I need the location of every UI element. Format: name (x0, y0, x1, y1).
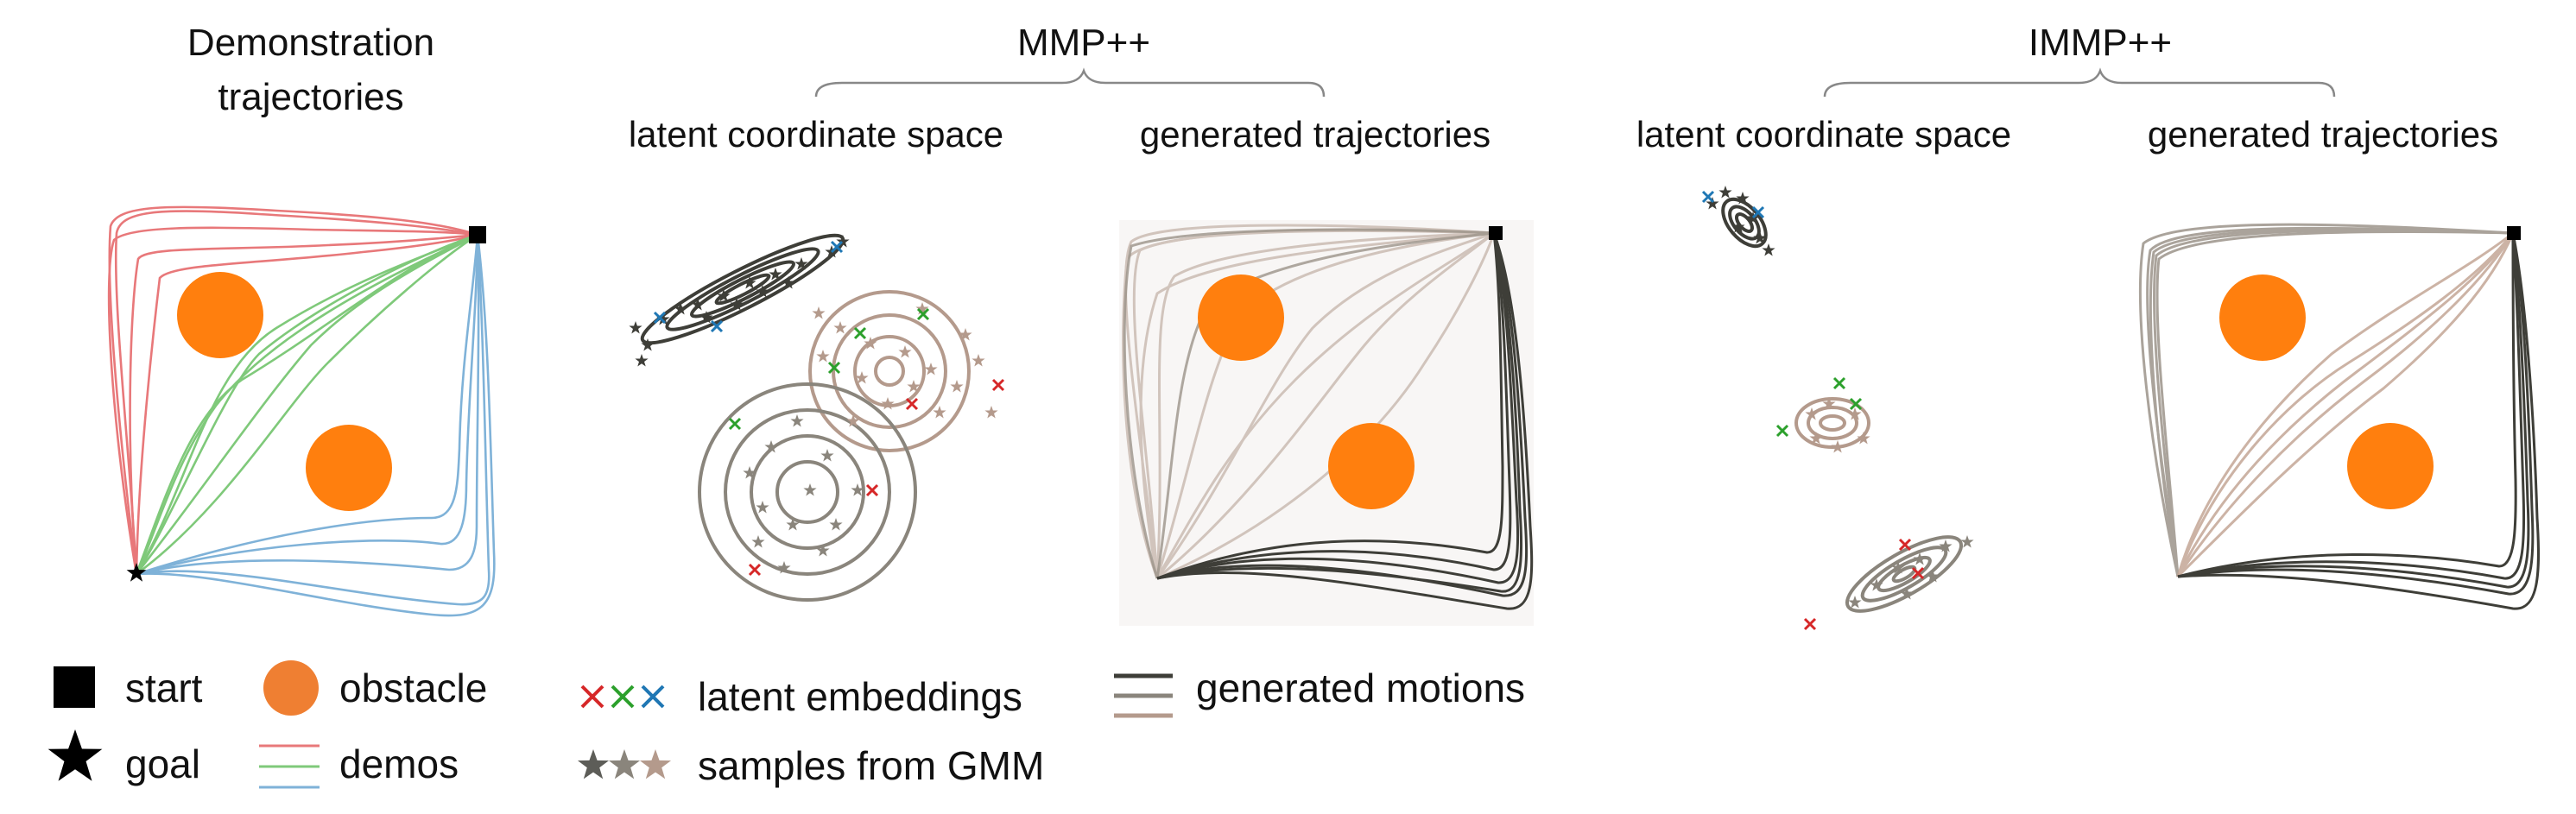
immp-generated-subtitle: generated trajectories (2147, 114, 2499, 155)
start-marker (469, 226, 486, 243)
legend-goal-label: goal (125, 741, 200, 786)
legend-demos-label: demos (339, 741, 459, 786)
legend-goal-icon (47, 729, 103, 781)
immp-latent-subtitle: latent coordinate space (1636, 114, 2012, 155)
mmp-latent-embeddings (653, 240, 1005, 577)
mmp-generated-subtitle: generated trajectories (1139, 114, 1491, 155)
immp-title: IMMP++ (2028, 22, 2173, 64)
mmp-generated-panel (1119, 220, 1534, 626)
legend (47, 660, 1173, 789)
demo-panel (107, 205, 496, 617)
immp-latent-panel (1701, 186, 1974, 631)
immp-obstacle-lower (2347, 423, 2434, 509)
legend-samples-label: samples from GMM (698, 743, 1045, 788)
legend-samples-icon (577, 749, 672, 779)
mmp-brace (814, 67, 1326, 98)
immp-start-marker (2507, 226, 2521, 240)
mmp-obstacle-lower (1328, 423, 1415, 509)
legend-obstacle-label: obstacle (339, 666, 488, 710)
legend-latent-embeddings-icon (580, 685, 665, 709)
demo-title-line1: Demonstration (187, 22, 435, 64)
legend-demos-icon (259, 744, 320, 789)
immp-brace (1823, 67, 2336, 98)
immp-latent-embeddings (1701, 190, 1925, 631)
demo-red-trajectories (107, 205, 478, 575)
legend-start-icon (54, 666, 95, 708)
mmp-title: MMP++ (1016, 22, 1151, 64)
legend-generated-motions-label: generated motions (1196, 666, 1526, 710)
demo-green-trajectories (135, 233, 478, 576)
demo-blue-trajectories (136, 234, 496, 617)
legend-obstacle-icon (263, 660, 319, 716)
obstacle-upper (177, 272, 263, 358)
legend-latent-embeddings-label: latent embeddings (698, 674, 1022, 719)
legend-generated-motions-icon (1114, 673, 1173, 718)
immp-obstacle-upper (2219, 274, 2306, 361)
mmp-obstacle-upper (1198, 274, 1284, 361)
legend-start-label: start (125, 666, 203, 710)
mmp-start-marker (1489, 226, 1503, 240)
mmp-latent-subtitle: latent coordinate space (628, 114, 1004, 155)
immp-generated-panel (2138, 223, 2541, 610)
mmp-latent-panel (629, 233, 1005, 602)
demo-title-line2: trajectories (218, 76, 404, 118)
obstacle-lower (306, 425, 392, 511)
